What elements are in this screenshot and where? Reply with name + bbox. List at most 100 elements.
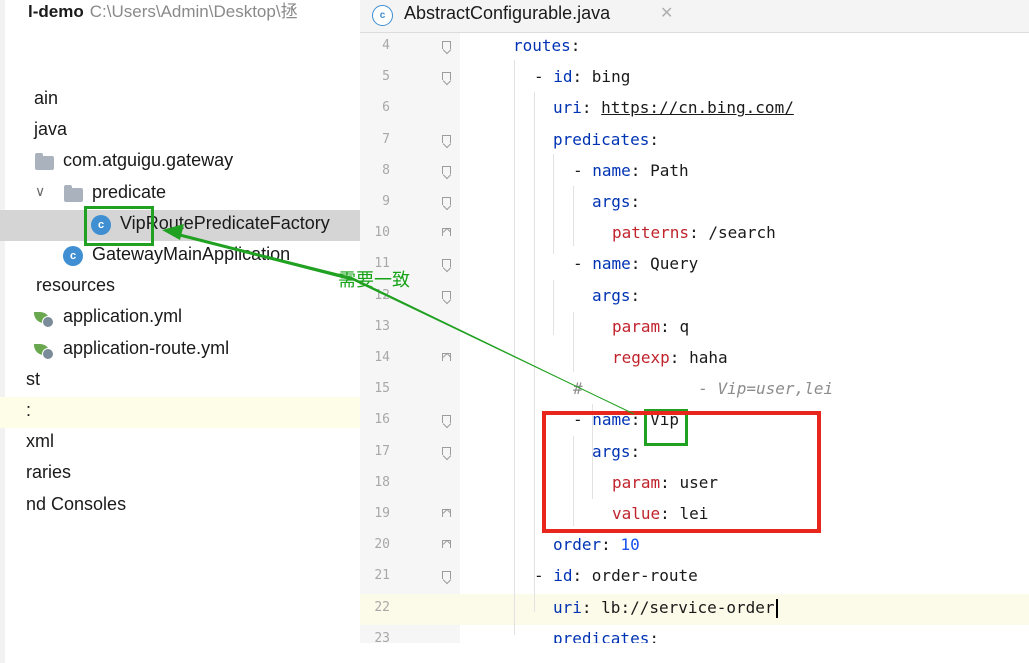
tree-item-application-yml[interactable]: application.yml bbox=[0, 303, 360, 334]
yaml-value: https://cn.bing.com/ bbox=[601, 98, 794, 118]
yaml-key: args bbox=[592, 441, 631, 461]
line-number: 17 bbox=[374, 443, 390, 459]
highlight-yaml-name bbox=[644, 409, 688, 446]
tree-item-resources[interactable]: resources bbox=[0, 272, 360, 303]
tree-item-package-gateway[interactable]: com.atguigu.gateway bbox=[0, 147, 360, 178]
comment-hash: # bbox=[573, 379, 583, 399]
fold-marker-icon[interactable] bbox=[442, 540, 451, 552]
comment-text: - Vip=user,lei bbox=[582, 379, 834, 399]
code-text: param: user bbox=[612, 473, 718, 492]
tree-item-label: com.atguigu.gateway bbox=[63, 150, 234, 171]
code-text: patterns: /search bbox=[612, 223, 776, 242]
yaml-value: 10 bbox=[620, 535, 640, 555]
code-text: value: lei bbox=[612, 504, 708, 523]
yaml-separator: : bbox=[570, 36, 581, 55]
code-line-11[interactable]: 11- name: Query bbox=[360, 250, 1029, 281]
tree-item-pom[interactable]: xml bbox=[0, 428, 360, 459]
fold-marker-icon[interactable] bbox=[442, 41, 451, 53]
yaml-separator: : bbox=[660, 316, 680, 336]
yaml-dash: - bbox=[534, 566, 554, 586]
close-icon[interactable]: ✕ bbox=[660, 5, 674, 22]
line-number: 9 bbox=[382, 194, 390, 209]
tree-item-java[interactable]: java bbox=[0, 116, 360, 147]
code-text: - id: order-route bbox=[534, 566, 698, 585]
code-text: routes: bbox=[513, 36, 580, 55]
code-line-8[interactable]: 8- name: Path bbox=[360, 157, 1029, 188]
tree-item-label: raries bbox=[26, 462, 72, 483]
indent-guide bbox=[553, 154, 554, 254]
tree-item-package-predicate[interactable]: ∨predicate bbox=[0, 179, 360, 210]
code-line-15[interactable]: 15# - Vip=user,lei bbox=[360, 375, 1029, 406]
line-number: 14 bbox=[374, 350, 390, 365]
tree-item-application-route-yml[interactable]: application-route.yml bbox=[0, 335, 360, 366]
yaml-separator: : bbox=[630, 192, 641, 211]
yaml-dash: - bbox=[534, 67, 554, 87]
fold-marker-icon[interactable] bbox=[442, 290, 451, 303]
code-line-17[interactable]: 17 args: bbox=[360, 438, 1029, 469]
line-number: 4 bbox=[382, 38, 390, 53]
indent-guide bbox=[573, 312, 574, 372]
yaml-dash: - bbox=[573, 160, 593, 180]
fold-marker-icon[interactable] bbox=[442, 446, 451, 459]
fold-marker-icon[interactable] bbox=[442, 134, 451, 147]
code-text: args: bbox=[592, 442, 640, 461]
yaml-separator: : bbox=[669, 348, 690, 367]
yaml-key: uri bbox=[553, 597, 582, 617]
yaml-dash: - bbox=[573, 410, 593, 430]
class-icon: c bbox=[372, 5, 393, 26]
line-number: 6 bbox=[382, 100, 390, 116]
code-line-5[interactable]: 5- id: bing bbox=[360, 63, 1029, 94]
yaml-separator: : bbox=[572, 566, 592, 586]
fold-marker-icon[interactable] bbox=[442, 228, 451, 240]
yaml-value: Vip bbox=[650, 410, 679, 430]
fold-marker-icon[interactable] bbox=[442, 72, 451, 84]
yaml-key: regexp bbox=[612, 348, 670, 367]
indent-guide bbox=[514, 60, 515, 635]
code-text: - id: bing bbox=[534, 67, 630, 86]
chevron-down-icon[interactable]: ∨ bbox=[35, 182, 46, 199]
tree-item-label: : bbox=[26, 400, 32, 420]
yaml-key: patterns bbox=[612, 223, 690, 243]
yaml-separator: : bbox=[630, 441, 641, 461]
code-text: - name: Query bbox=[573, 254, 698, 273]
yaml-value: /search bbox=[708, 223, 776, 243]
project-path: C:\Users\Admin\Desktop\拯 bbox=[89, 2, 298, 21]
fold-marker-icon[interactable] bbox=[442, 509, 451, 521]
fold-marker-icon[interactable] bbox=[442, 353, 451, 365]
tree-item-external-libraries[interactable]: raries bbox=[0, 459, 360, 490]
tree-item-main[interactable]: ain bbox=[0, 85, 360, 116]
tree-item-test[interactable]: st bbox=[0, 366, 360, 397]
fold-marker-icon[interactable] bbox=[442, 259, 451, 271]
spring-yaml-icon bbox=[34, 342, 54, 360]
code-line-16[interactable]: 16- name: Vip bbox=[360, 406, 1029, 437]
code-text: # - Vip=user,lei bbox=[573, 379, 833, 398]
code-text: order: 10 bbox=[553, 535, 640, 554]
fold-marker-icon[interactable] bbox=[442, 165, 451, 178]
tree-item-target[interactable]: : bbox=[0, 397, 360, 428]
indent-guide bbox=[573, 436, 574, 526]
fold-marker-icon[interactable] bbox=[442, 415, 451, 427]
tree-item-label: resources bbox=[36, 275, 116, 296]
code-line-21[interactable]: 21- id: order-route bbox=[360, 562, 1029, 593]
yaml-dash: - bbox=[573, 254, 593, 274]
fold-marker-icon[interactable] bbox=[442, 197, 451, 209]
fold-marker-icon[interactable] bbox=[442, 571, 451, 583]
code-line-4[interactable]: 4 routes: bbox=[360, 32, 1029, 63]
tree-item-scratches[interactable]: nd Consoles bbox=[0, 491, 360, 522]
